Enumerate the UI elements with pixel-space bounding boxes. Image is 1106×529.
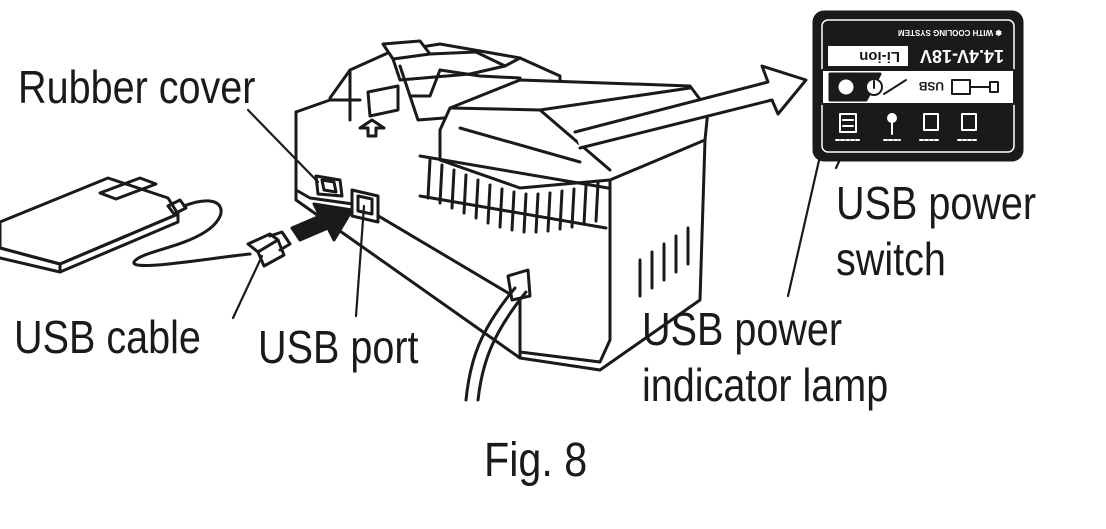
usb-power-indicator-lamp-label-line1: USB power <box>642 303 843 355</box>
usb-power-indicator-lamp <box>838 79 854 95</box>
rubber-cover-label: Rubber cover <box>18 61 256 113</box>
panel-cooling-note: ✽ WITH COOLING SYSTEM <box>898 28 1002 37</box>
figure-caption: Fig. 8 <box>484 434 588 487</box>
usb-cable <box>132 199 292 268</box>
usb-cable-label: USB cable <box>14 311 201 363</box>
usb-power-switch-label-line1: USB power <box>836 177 1037 229</box>
panel-voltage: 14.4V-18V <box>920 46 1004 66</box>
panel-usb-text: USB <box>918 79 944 93</box>
status-icons <box>835 113 979 141</box>
usb-power-indicator-lamp-label-line2: indicator lamp <box>642 359 889 411</box>
usb-power-switch-label-line2: switch <box>836 233 946 285</box>
usb-port-label: USB port <box>258 321 419 373</box>
callout-arrow <box>573 64 808 150</box>
power-bank <box>0 176 188 274</box>
charger <box>294 39 710 372</box>
power-cord <box>464 268 532 402</box>
insertion-arrow <box>290 202 354 242</box>
panel-battery-type: Li-ion <box>859 48 900 65</box>
panel-text: Li-ion 14.4V-18V ✽ WITH COOLING SYSTEM U… <box>828 28 1004 93</box>
li-ion-badge <box>828 46 908 66</box>
